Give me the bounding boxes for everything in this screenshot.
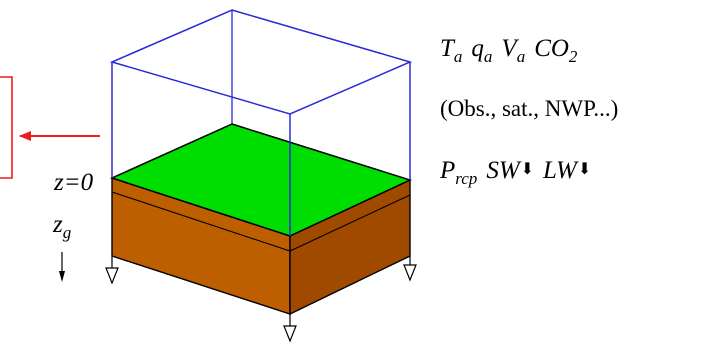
downward-flux-arrow-icon: ⬇ (520, 161, 535, 178)
bottom-boundary-arrows (105, 256, 417, 343)
variable-symbol: Va (501, 35, 526, 66)
downward-flux-arrow-icon: ⬇ (577, 161, 592, 178)
variable-symbol: qa (471, 35, 493, 66)
atmosphere-box-edges (111, 62, 411, 236)
surface-level-label: z=0 (54, 169, 94, 196)
atmosphere-box-top (109, 9, 413, 115)
down-arrow-icon (59, 252, 65, 282)
open-triangle-arrow-icon (283, 314, 297, 343)
open-triangle-arrow-icon (105, 256, 119, 285)
open-triangle-arrow-icon (403, 256, 417, 282)
variable-symbol: CO2 (534, 35, 578, 66)
flux-variables: Prcp SW⬇ LW⬇ (440, 157, 592, 188)
variable-symbol: Ta (440, 35, 463, 66)
soil-layer-line (111, 191, 411, 252)
soil-depth-label: zg (53, 211, 72, 242)
variable-symbol: LW⬇ (543, 157, 592, 184)
forcing-sources: (Obs., sat., NWP...) (440, 96, 619, 121)
variable-symbol: Prcp (440, 157, 478, 188)
output-box (0, 76, 13, 179)
variable-symbol: SW⬇ (486, 157, 535, 184)
